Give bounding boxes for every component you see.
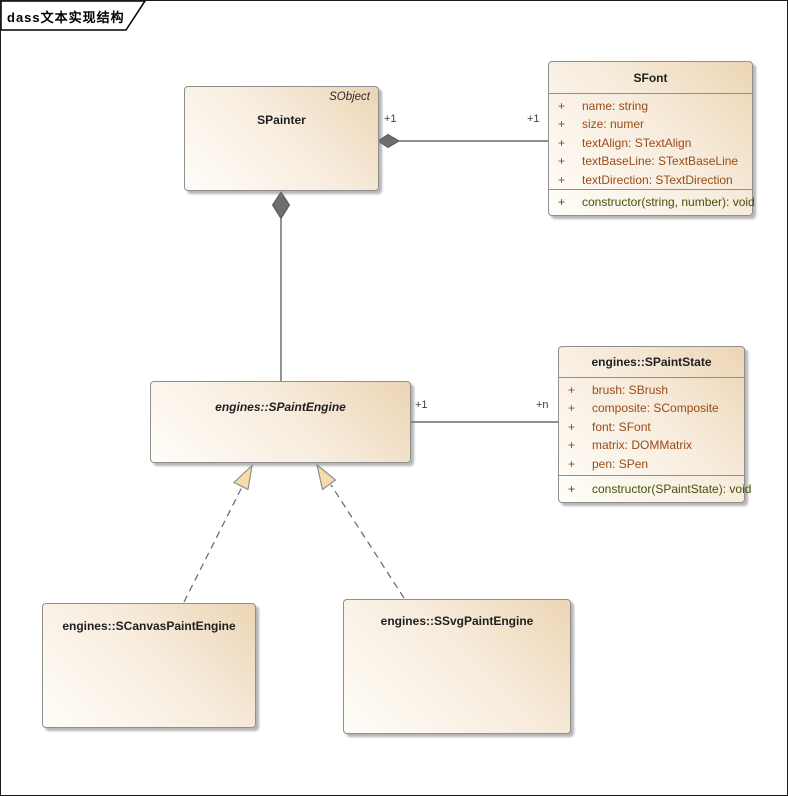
visibility: +: [568, 383, 576, 397]
multiplicity-label: +1: [415, 399, 428, 411]
attribute-row[interactable]: + pen: SPen: [559, 455, 744, 473]
operations-compartment: + constructor(string, number): void: [549, 190, 755, 215]
attribute-row[interactable]: + name: string: [549, 97, 752, 115]
attributes-compartment: + brush: SBrush + composite: SComposite …: [559, 377, 744, 476]
class-box-spaintengine[interactable]: engines::SPaintEngine: [150, 381, 411, 463]
class-name: engines::SPaintState: [591, 355, 712, 369]
frame-tab-shape: [1, 1, 146, 31]
class-name: engines::SSvgPaintEngine: [380, 614, 534, 628]
attribute-row[interactable]: + textDirection: STextDirection: [549, 171, 752, 189]
attribute-row[interactable]: + textAlign: STextAlign: [549, 134, 752, 152]
visibility: +: [568, 438, 576, 453]
visibility: +: [568, 456, 576, 471]
attribute-text: matrix: DOMMatrix: [592, 438, 692, 453]
realization-line-ssvg[interactable]: [330, 484, 405, 599]
visibility: +: [568, 481, 576, 496]
operation-text: constructor(string, number): void: [582, 195, 755, 210]
frame-tab-title: dass文本实现结构: [7, 10, 125, 25]
operation-text: constructor(SPaintState): void: [592, 481, 752, 496]
stereotype-label: SObject: [329, 91, 370, 103]
visibility: +: [558, 99, 566, 113]
class-name: engines::SCanvasPaintEngine: [62, 619, 236, 633]
attribute-text: textDirection: STextDirection: [582, 172, 733, 187]
visibility: +: [558, 135, 566, 150]
multiplicity-label: +n: [536, 399, 549, 411]
class-name: engines::SPaintEngine: [215, 400, 346, 414]
class-box-ssvgpaintengine[interactable]: engines::SSvgPaintEngine: [343, 599, 571, 734]
attribute-row[interactable]: + size: numer: [549, 115, 752, 133]
attribute-row[interactable]: + composite: SComposite: [559, 399, 744, 417]
frame-tab: [1, 1, 146, 31]
generalization-arrowhead-ssvg[interactable]: [316, 463, 337, 491]
attribute-text: size: numer: [582, 117, 645, 132]
attribute-row[interactable]: + brush: SBrush: [559, 381, 744, 399]
visibility: +: [558, 117, 566, 132]
composition-diamond-spainter-sfont[interactable]: [377, 133, 400, 149]
class-box-spaintstate[interactable]: engines::SPaintState + brush: SBrush + c…: [558, 346, 751, 503]
visibility: +: [558, 172, 566, 187]
class-box-scanvaspaintengine[interactable]: engines::SCanvasPaintEngine: [42, 603, 256, 728]
multiplicity-label: +1: [384, 113, 397, 125]
attributes-compartment: + name: string + size: numer + textAlign…: [549, 93, 752, 190]
attribute-text: pen: SPen: [592, 456, 649, 471]
class-box-sfont[interactable]: SFont + name: string + size: numer + tex…: [548, 61, 755, 216]
multiplicity-label: +1: [527, 113, 540, 125]
visibility: +: [558, 195, 566, 210]
attribute-text: font: SFont: [592, 419, 651, 434]
attribute-text: brush: SBrush: [592, 383, 669, 397]
operations-compartment: + constructor(SPaintState): void: [559, 476, 751, 502]
generalization-arrowhead-scanvas[interactable]: [232, 463, 253, 491]
attribute-text: composite: SComposite: [592, 401, 719, 416]
attribute-row[interactable]: + font: SFont: [559, 418, 744, 436]
visibility: +: [568, 401, 576, 416]
operation-row[interactable]: + constructor(SPaintState): void: [559, 480, 751, 498]
composition-diamond-spainter-spaintengine[interactable]: [271, 191, 291, 220]
attribute-row[interactable]: + textBaseLine: STextBaseLine: [549, 152, 752, 170]
class-name: SPainter: [257, 113, 306, 127]
visibility: +: [558, 154, 566, 169]
realization-line-scanvas[interactable]: [183, 486, 243, 603]
attribute-text: name: string: [582, 99, 649, 113]
class-box-spainter[interactable]: SObject SPainter: [184, 86, 379, 191]
attribute-text: textBaseLine: STextBaseLine: [582, 154, 739, 169]
attribute-row[interactable]: + matrix: DOMMatrix: [559, 436, 744, 454]
class-name: SFont: [633, 70, 668, 85]
operation-row[interactable]: + constructor(string, number): void: [549, 193, 755, 211]
visibility: +: [568, 419, 576, 434]
attribute-text: textAlign: STextAlign: [582, 135, 692, 150]
